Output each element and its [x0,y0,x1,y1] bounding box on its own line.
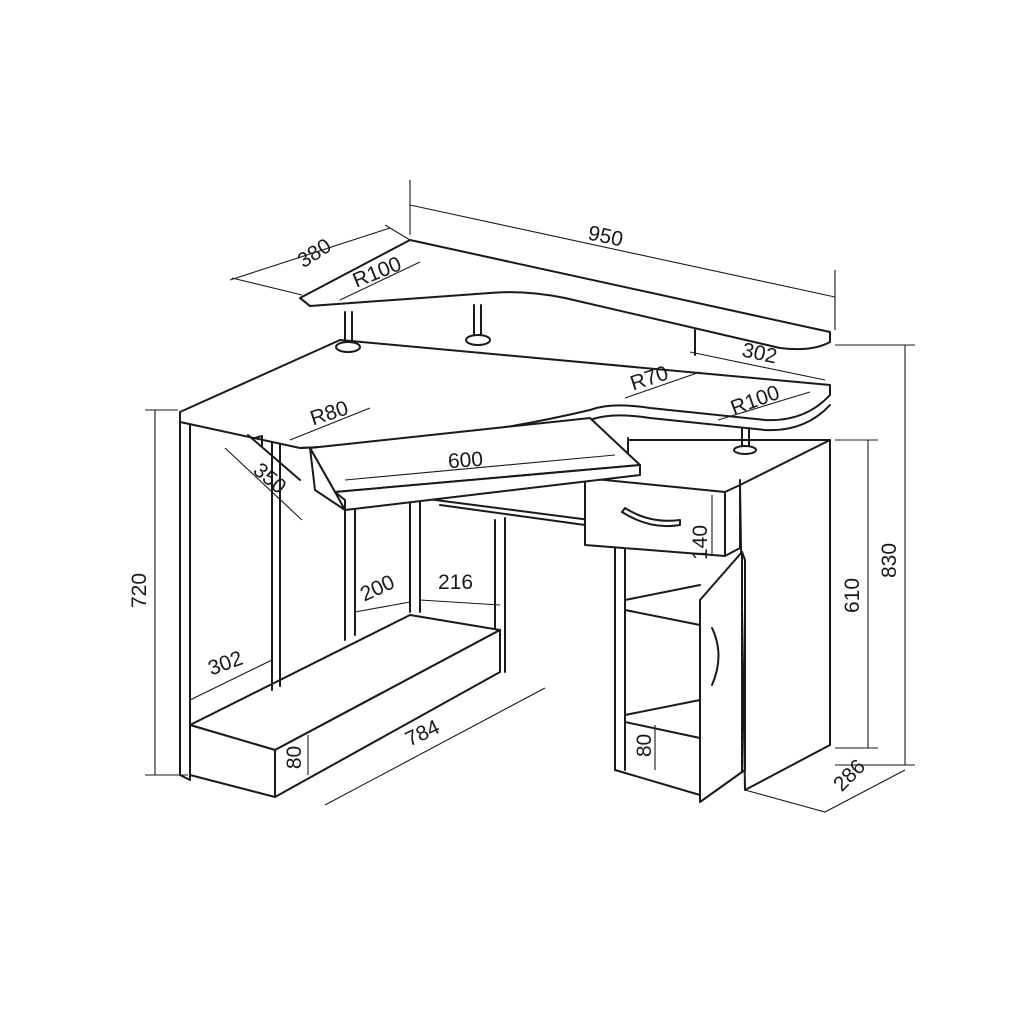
dim-drawer-height: 140 [689,524,713,561]
dim-footrest-height: 80 [283,745,307,770]
cabinet-door [699,551,746,803]
dim-total-height: 830 [878,542,902,579]
keyboard-tray [247,417,641,511]
dim-desk-height: 720 [128,572,152,609]
left-side-panel [179,411,506,781]
drawer [584,477,741,557]
top-shelf [299,239,831,455]
footrest [189,614,501,798]
dim-cabinet-height: 610 [841,577,865,614]
right-cabinet [614,437,831,796]
dimension-lines [145,180,915,813]
dim-keyboard-tray-width: 600 [447,447,484,474]
dim-footrest-depth: 216 [438,571,474,594]
dim-cabinet-plinth: 80 [633,733,657,758]
